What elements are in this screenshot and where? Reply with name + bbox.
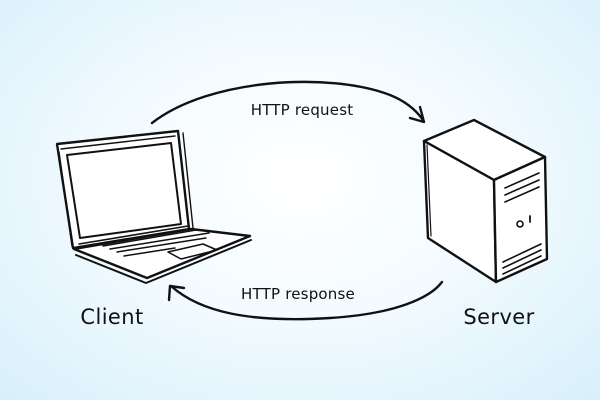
response-label: HTTP response: [241, 285, 355, 303]
laptop-icon: [55, 129, 252, 284]
client-label: Client: [80, 305, 144, 329]
server-label: Server: [463, 305, 535, 329]
response-arrow-icon: [167, 280, 444, 321]
server-tower-icon: [422, 118, 549, 284]
request-arrow-icon: [150, 80, 426, 125]
request-label: HTTP request: [250, 101, 354, 119]
